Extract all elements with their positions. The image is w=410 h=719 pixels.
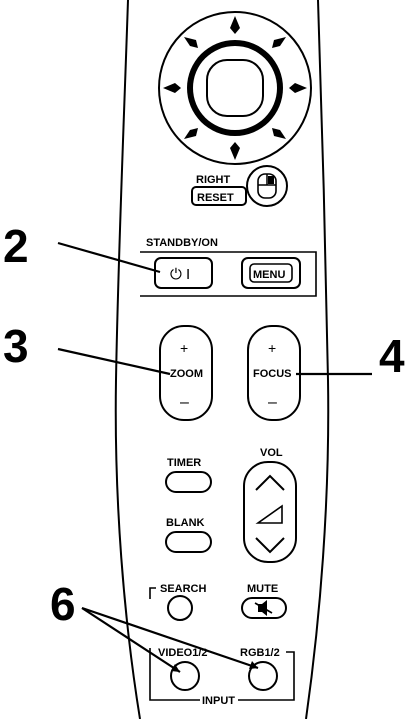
volume-down-icon (255, 537, 285, 554)
volume-up-icon (255, 474, 285, 491)
input-bracket (149, 648, 295, 701)
callout-2-leader (57, 241, 161, 274)
center-button[interactable] (206, 59, 264, 117)
power-icon: ⏻ I (170, 266, 190, 283)
zoom-minus: – (180, 394, 189, 411)
direction-pad-petals (163, 16, 307, 160)
right-label: RIGHT (196, 174, 231, 186)
timer-label: TIMER (167, 457, 201, 469)
input-label: INPUT (202, 695, 235, 707)
timer-button[interactable] (165, 471, 212, 493)
standby-on-button[interactable] (154, 257, 213, 289)
volume-level-icon (255, 504, 283, 524)
video-button[interactable] (170, 661, 200, 691)
callout-4: 4 (379, 330, 405, 382)
search-bracket (149, 587, 156, 599)
zoom-plus: + (180, 340, 188, 356)
callout-3: 3 (3, 320, 29, 372)
mute-label: MUTE (247, 583, 278, 595)
standby-on-label: STANDBY/ON (146, 237, 218, 249)
reset-label: RESET (197, 192, 234, 204)
zoom-label: ZOOM (170, 368, 203, 380)
mute-button[interactable] (241, 597, 287, 619)
zoom-rocker[interactable] (159, 325, 213, 421)
callout-6-arrowhead-video (171, 664, 180, 672)
rgb-label: RGB1/2 (240, 647, 280, 659)
standby-bracket (140, 251, 317, 297)
mouse-right-button[interactable] (246, 165, 288, 207)
direction-pad[interactable] (158, 11, 312, 165)
callout-6: 6 (50, 578, 76, 630)
volume-rocker[interactable] (243, 461, 297, 563)
remote-body (114, 0, 330, 719)
menu-button[interactable] (241, 257, 301, 289)
blank-label: BLANK (166, 517, 205, 529)
focus-plus: + (268, 340, 276, 356)
focus-minus: – (268, 394, 277, 411)
mouse-icon (257, 173, 277, 199)
video-label: VIDEO1/2 (158, 647, 208, 659)
callout-6-arrowhead-rgb (249, 661, 258, 669)
search-button[interactable] (167, 595, 193, 621)
callout-2: 2 (3, 220, 29, 272)
rgb-button[interactable] (248, 661, 278, 691)
right-reset-group: RIGHT RESET (191, 165, 288, 207)
callout-3-leader (57, 347, 171, 376)
callout-6-leader-video (81, 607, 181, 673)
blank-button[interactable] (165, 531, 212, 553)
callout-6-leader-rgb (81, 606, 259, 670)
focus-label: FOCUS (253, 368, 292, 380)
mute-icon (254, 600, 273, 616)
menu-label: MENU (253, 269, 285, 281)
vol-label: VOL (260, 447, 283, 459)
search-label: SEARCH (160, 583, 207, 595)
